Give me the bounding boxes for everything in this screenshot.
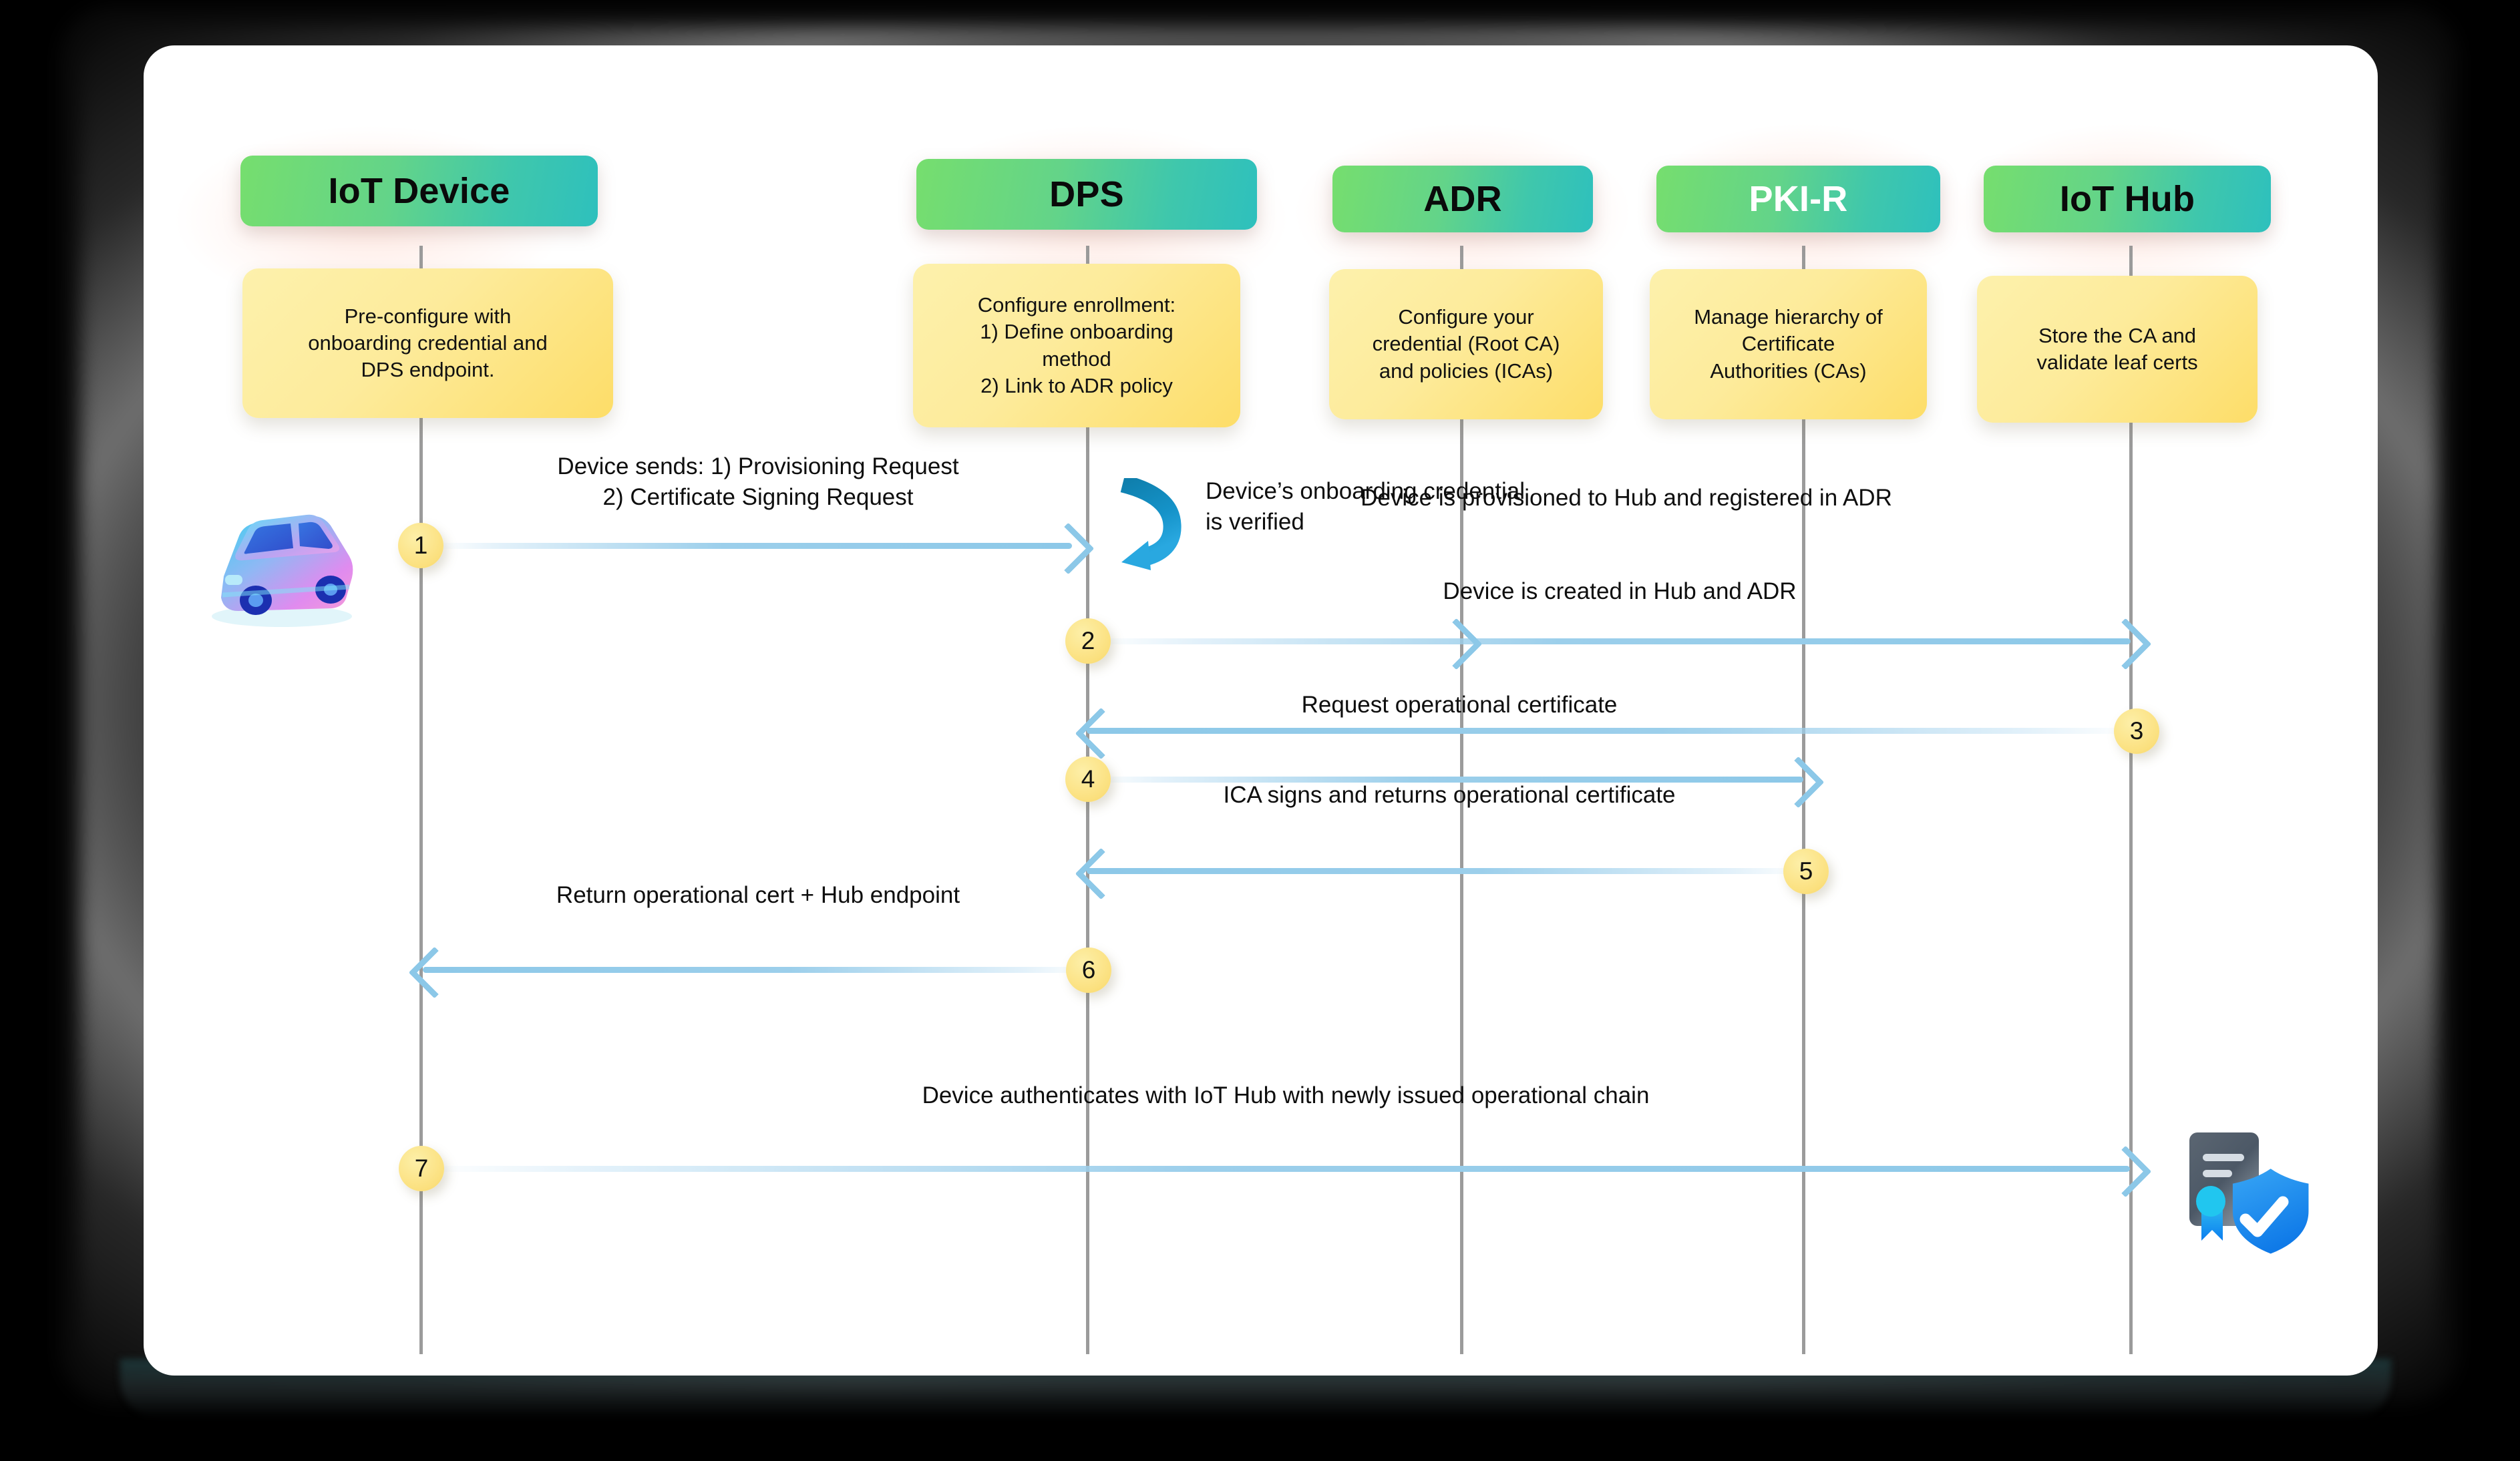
actor-header-hub[interactable]: IoT Hub (1984, 166, 2271, 232)
message-text-5: ICA signs and returns operational certif… (1223, 782, 1676, 808)
message-arrowhead-2 (2099, 618, 2152, 670)
message-line-3 (1087, 728, 2132, 734)
message-line-5 (1087, 868, 1805, 874)
message-line-7 (427, 1166, 2130, 1172)
actor-label-device: IoT Device (328, 171, 510, 211)
message-line-6 (423, 967, 1091, 973)
note-text-pkir: Manage hierarchy of Certificate Authorit… (1694, 305, 1883, 383)
message-line-1 (437, 543, 1072, 549)
message-text-3: Device is created in Hub and ADR (1443, 578, 1797, 604)
step-badge-2: 2 (1065, 618, 1111, 664)
lifeline-pkir (1802, 246, 1805, 1354)
lifeline-device (419, 246, 423, 1354)
step-badge-3: 3 (2114, 708, 2159, 754)
step-badge-7: 7 (399, 1146, 444, 1191)
step-badge-6: 6 (1066, 948, 1111, 993)
actor-label-pkir: PKI-R (1749, 179, 1848, 219)
car-icon (192, 496, 365, 630)
note-adr: Configure your credential (Root CA) and … (1329, 269, 1603, 419)
note-text-hub: Store the CA and validate leaf certs (2036, 323, 2198, 374)
lifeline-adr (1460, 246, 1463, 1354)
diagram-card: IoT Device DPS ADR PKI-R IoT Hub Pre-con… (144, 45, 2378, 1376)
actor-label-adr: ADR (1423, 179, 1502, 219)
note-text-device: Pre-configure with onboarding credential… (308, 304, 548, 382)
lifeline-hub (2129, 246, 2133, 1354)
step-badge-4: 4 (1065, 757, 1111, 802)
actor-header-adr[interactable]: ADR (1332, 166, 1593, 232)
note-dps: Configure enrollment: 1) Define onboardi… (913, 264, 1240, 427)
actor-label-dps: DPS (1049, 174, 1124, 214)
message-text-7: Device authenticates with IoT Hub with n… (922, 1082, 1650, 1108)
note-device: Pre-configure with onboarding credential… (242, 268, 613, 418)
note-text-dps: Configure enrollment: 1) Define onboardi… (977, 292, 1176, 397)
message-line-4 (1092, 777, 1803, 783)
message-text-2: Device is provisioned to Hub and registe… (1361, 485, 1892, 511)
message-arrowhead-6 (408, 946, 461, 999)
step-badge-5: 5 (1783, 849, 1829, 894)
note-pkir: Manage hierarchy of Certificate Authorit… (1650, 269, 1927, 419)
actor-header-pkir[interactable]: PKI-R (1656, 166, 1940, 232)
message-text-4: Request operational certificate (1301, 692, 1618, 718)
self-message-text: Device’s onboarding credential is verifi… (1206, 478, 1525, 535)
certificate-shield-icon (2164, 1114, 2324, 1267)
message-line-2 (1092, 638, 2131, 644)
message-arrowhead-2-adr (1430, 618, 1483, 670)
actor-label-hub: IoT Hub (2059, 179, 2195, 219)
refresh-loop-arrow-icon (1113, 474, 1194, 575)
note-text-adr: Configure your credential (Root CA) and … (1372, 305, 1560, 383)
actor-header-dps[interactable]: DPS (916, 159, 1257, 230)
step-badge-1: 1 (398, 523, 443, 568)
message-arrowhead-7 (2099, 1145, 2152, 1198)
message-text-6: Return operational cert + Hub endpoint (556, 882, 960, 908)
note-hub: Store the CA and validate leaf certs (1977, 276, 2258, 423)
message-text-1: Device sends: 1) Provisioning Request 2)… (557, 453, 959, 510)
actor-header-device[interactable]: IoT Device (240, 156, 598, 226)
